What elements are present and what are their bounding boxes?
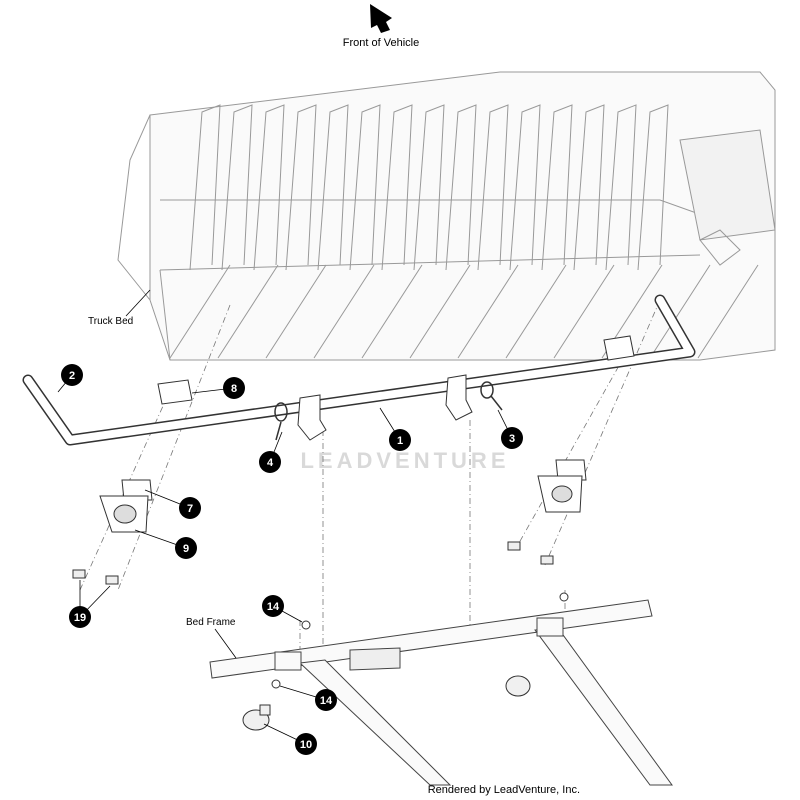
callout-number-4: 4 (267, 457, 274, 469)
callout-badge-9 (175, 537, 197, 559)
callout-badge-8 (223, 377, 245, 399)
callout-badge-4 (259, 451, 281, 473)
callout-number-8: 8 (231, 383, 237, 395)
callout-number-10: 10 (300, 739, 312, 751)
truck-bed-rib (285, 104, 317, 271)
truck-bed-rib (381, 104, 413, 271)
truck-bed-grid-line (169, 264, 231, 359)
callout-badge-1 (389, 429, 411, 451)
hook-bracket-right (445, 374, 473, 421)
truck-bed-grid-line (313, 264, 375, 359)
clamp-set-left (99, 379, 193, 533)
truck-bed-rib (477, 104, 509, 271)
front-arrow-icon (370, 4, 392, 33)
washer-set (271, 592, 569, 689)
truck-bed-grid-line (217, 264, 279, 359)
truck-bed-grid-line (361, 264, 423, 359)
truck-bed-rib (189, 104, 221, 271)
truck-bed-grid-line (409, 264, 471, 359)
truck-bed-grid-line (505, 264, 567, 359)
callout-number-3: 3 (509, 433, 515, 445)
grab-bar-rod (22, 294, 696, 446)
truck-bed-label: Truck Bed (88, 316, 133, 327)
truck-bed-rib (637, 104, 669, 271)
front-of-vehicle-label: Front of Vehicle (343, 37, 419, 49)
callout-number-14: 14 (320, 695, 333, 707)
truck-bed-rib (605, 104, 637, 271)
callout-group: 1 2 3 4 7 8 9 10 14 14 19 (57, 364, 523, 755)
callout-number-1: 1 (397, 435, 403, 447)
truck-bed-rib (221, 104, 253, 271)
truck-bed (117, 71, 776, 361)
knob-right (505, 675, 531, 697)
truck-bed-grid-line (457, 264, 519, 359)
callout-badge-3 (501, 427, 523, 449)
bed-frame (209, 599, 673, 786)
truck-bed-grid-line (697, 264, 759, 359)
callout-number-9: 9 (183, 543, 189, 555)
truck-bed-rib (253, 104, 285, 271)
truck-bed-rib (445, 104, 477, 271)
callout-badge-10 (295, 733, 317, 755)
leadventure-watermark: LEADVENTURE (300, 448, 509, 473)
callout-badge-7 (179, 497, 201, 519)
truck-bed-rib (573, 104, 605, 271)
truck-bed-grid-line (649, 264, 711, 359)
rendered-by-credit: Rendered by LeadVenture, Inc. (428, 784, 580, 796)
truck-bed-rib (317, 104, 349, 271)
callout-number-19: 19 (74, 612, 86, 624)
truck-bed-rib (413, 104, 445, 271)
bed-frame-label: Bed Frame (186, 617, 236, 628)
truck-bed-rib (541, 104, 573, 271)
truck-bed-grid-line (553, 264, 615, 359)
callout-badge-2 (61, 364, 83, 386)
spring-clip-left (274, 402, 288, 441)
bolt-set (72, 541, 554, 585)
callout-badge-14 (262, 595, 284, 617)
truck-bed-rib (509, 104, 541, 271)
callout-number-7: 7 (187, 503, 193, 515)
hook-bracket-left (297, 394, 327, 441)
knob-left (242, 704, 271, 731)
callout-number-2: 2 (69, 370, 75, 382)
spring-clip-right (480, 381, 503, 411)
clamp-set-right (537, 335, 635, 513)
callout-badge-14 (315, 689, 337, 711)
truck-bed-grid-line (265, 264, 327, 359)
callout-number-14: 14 (267, 601, 280, 613)
truck-bed-rib (349, 104, 381, 271)
callout-badge-19 (69, 606, 91, 628)
